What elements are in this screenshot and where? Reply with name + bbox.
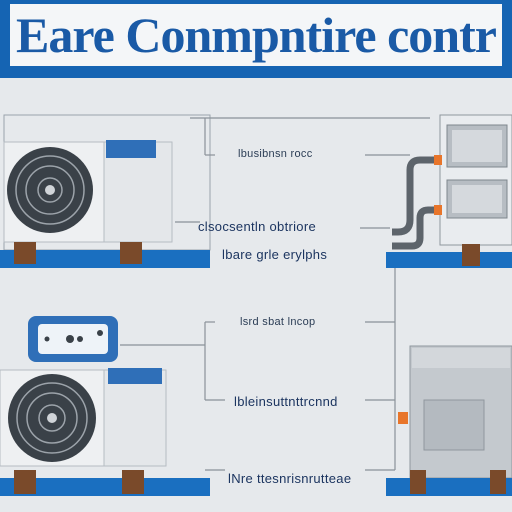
label-2: clsocsentln obtriore — [198, 219, 316, 234]
label-3: lbare grle erylphs — [222, 247, 328, 262]
label-4: lsrd sbat lncop — [240, 316, 316, 328]
title-banner-panel: Eare Conmpntire contr — [10, 4, 502, 66]
electrical-cabinet — [398, 345, 512, 479]
bottom-left-base — [0, 470, 210, 496]
controller-panel — [28, 316, 118, 362]
label-5: lbleinsuttnttrcnnd — [234, 394, 338, 409]
unit-label-plate — [106, 140, 156, 158]
top-left-base — [0, 242, 210, 268]
banner-title: Eare Conmpntire contr — [16, 7, 497, 63]
connector-lines — [120, 117, 430, 471]
top-left-outdoor-unit — [3, 140, 173, 243]
pipe-fittings — [434, 155, 442, 215]
unit-label-plate-2 — [108, 368, 162, 384]
refrigerant-piping — [392, 156, 442, 250]
top-right-base — [386, 244, 512, 268]
label-6: lNre ttesnrisnrutteae — [228, 471, 352, 486]
bottom-left-outdoor-unit — [0, 368, 167, 467]
label-1: lbusibnsn rocc — [238, 148, 313, 160]
valve-icon — [398, 412, 408, 424]
bottom-right-base — [386, 470, 512, 496]
title-banner: Eare Conmpntire contr — [0, 0, 512, 78]
top-right-indoor-unit — [439, 114, 512, 246]
